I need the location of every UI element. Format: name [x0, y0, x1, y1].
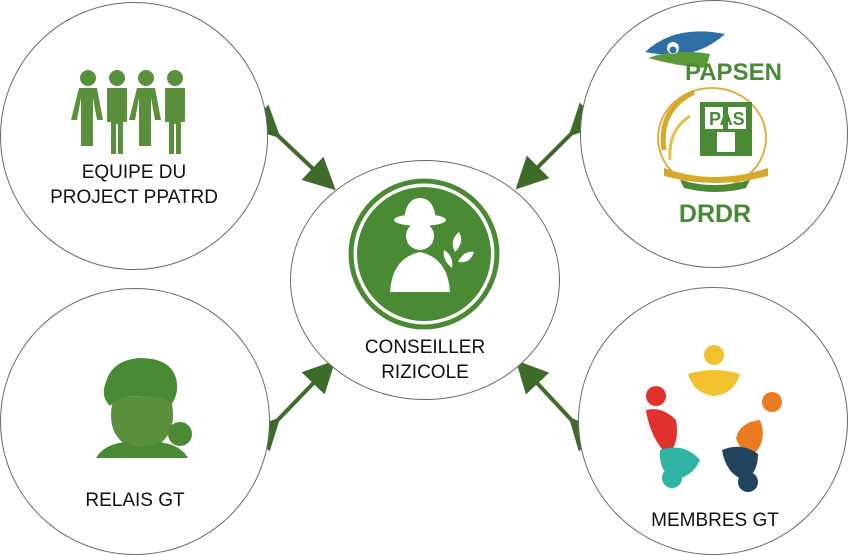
arrow-bottomleft-center — [246, 360, 336, 452]
arrow-bottomright-center — [515, 360, 603, 452]
node-rice-advisor-label: CONSEILLER RIZICOLE — [364, 337, 486, 383]
node-project-team-label: EQUIPE DU PROJECT PPATRD — [50, 162, 218, 208]
node-membres-gt-label: MEMBRES GT — [651, 510, 779, 531]
arrow-topleft-center — [246, 104, 336, 191]
node-drdr-label: DRDR — [678, 200, 752, 228]
node-relais-gt — [0, 288, 270, 555]
node-project-team — [0, 2, 268, 270]
node-relais-gt-label: RELAIS GT — [85, 490, 185, 511]
arrow-topright-center — [515, 102, 603, 190]
